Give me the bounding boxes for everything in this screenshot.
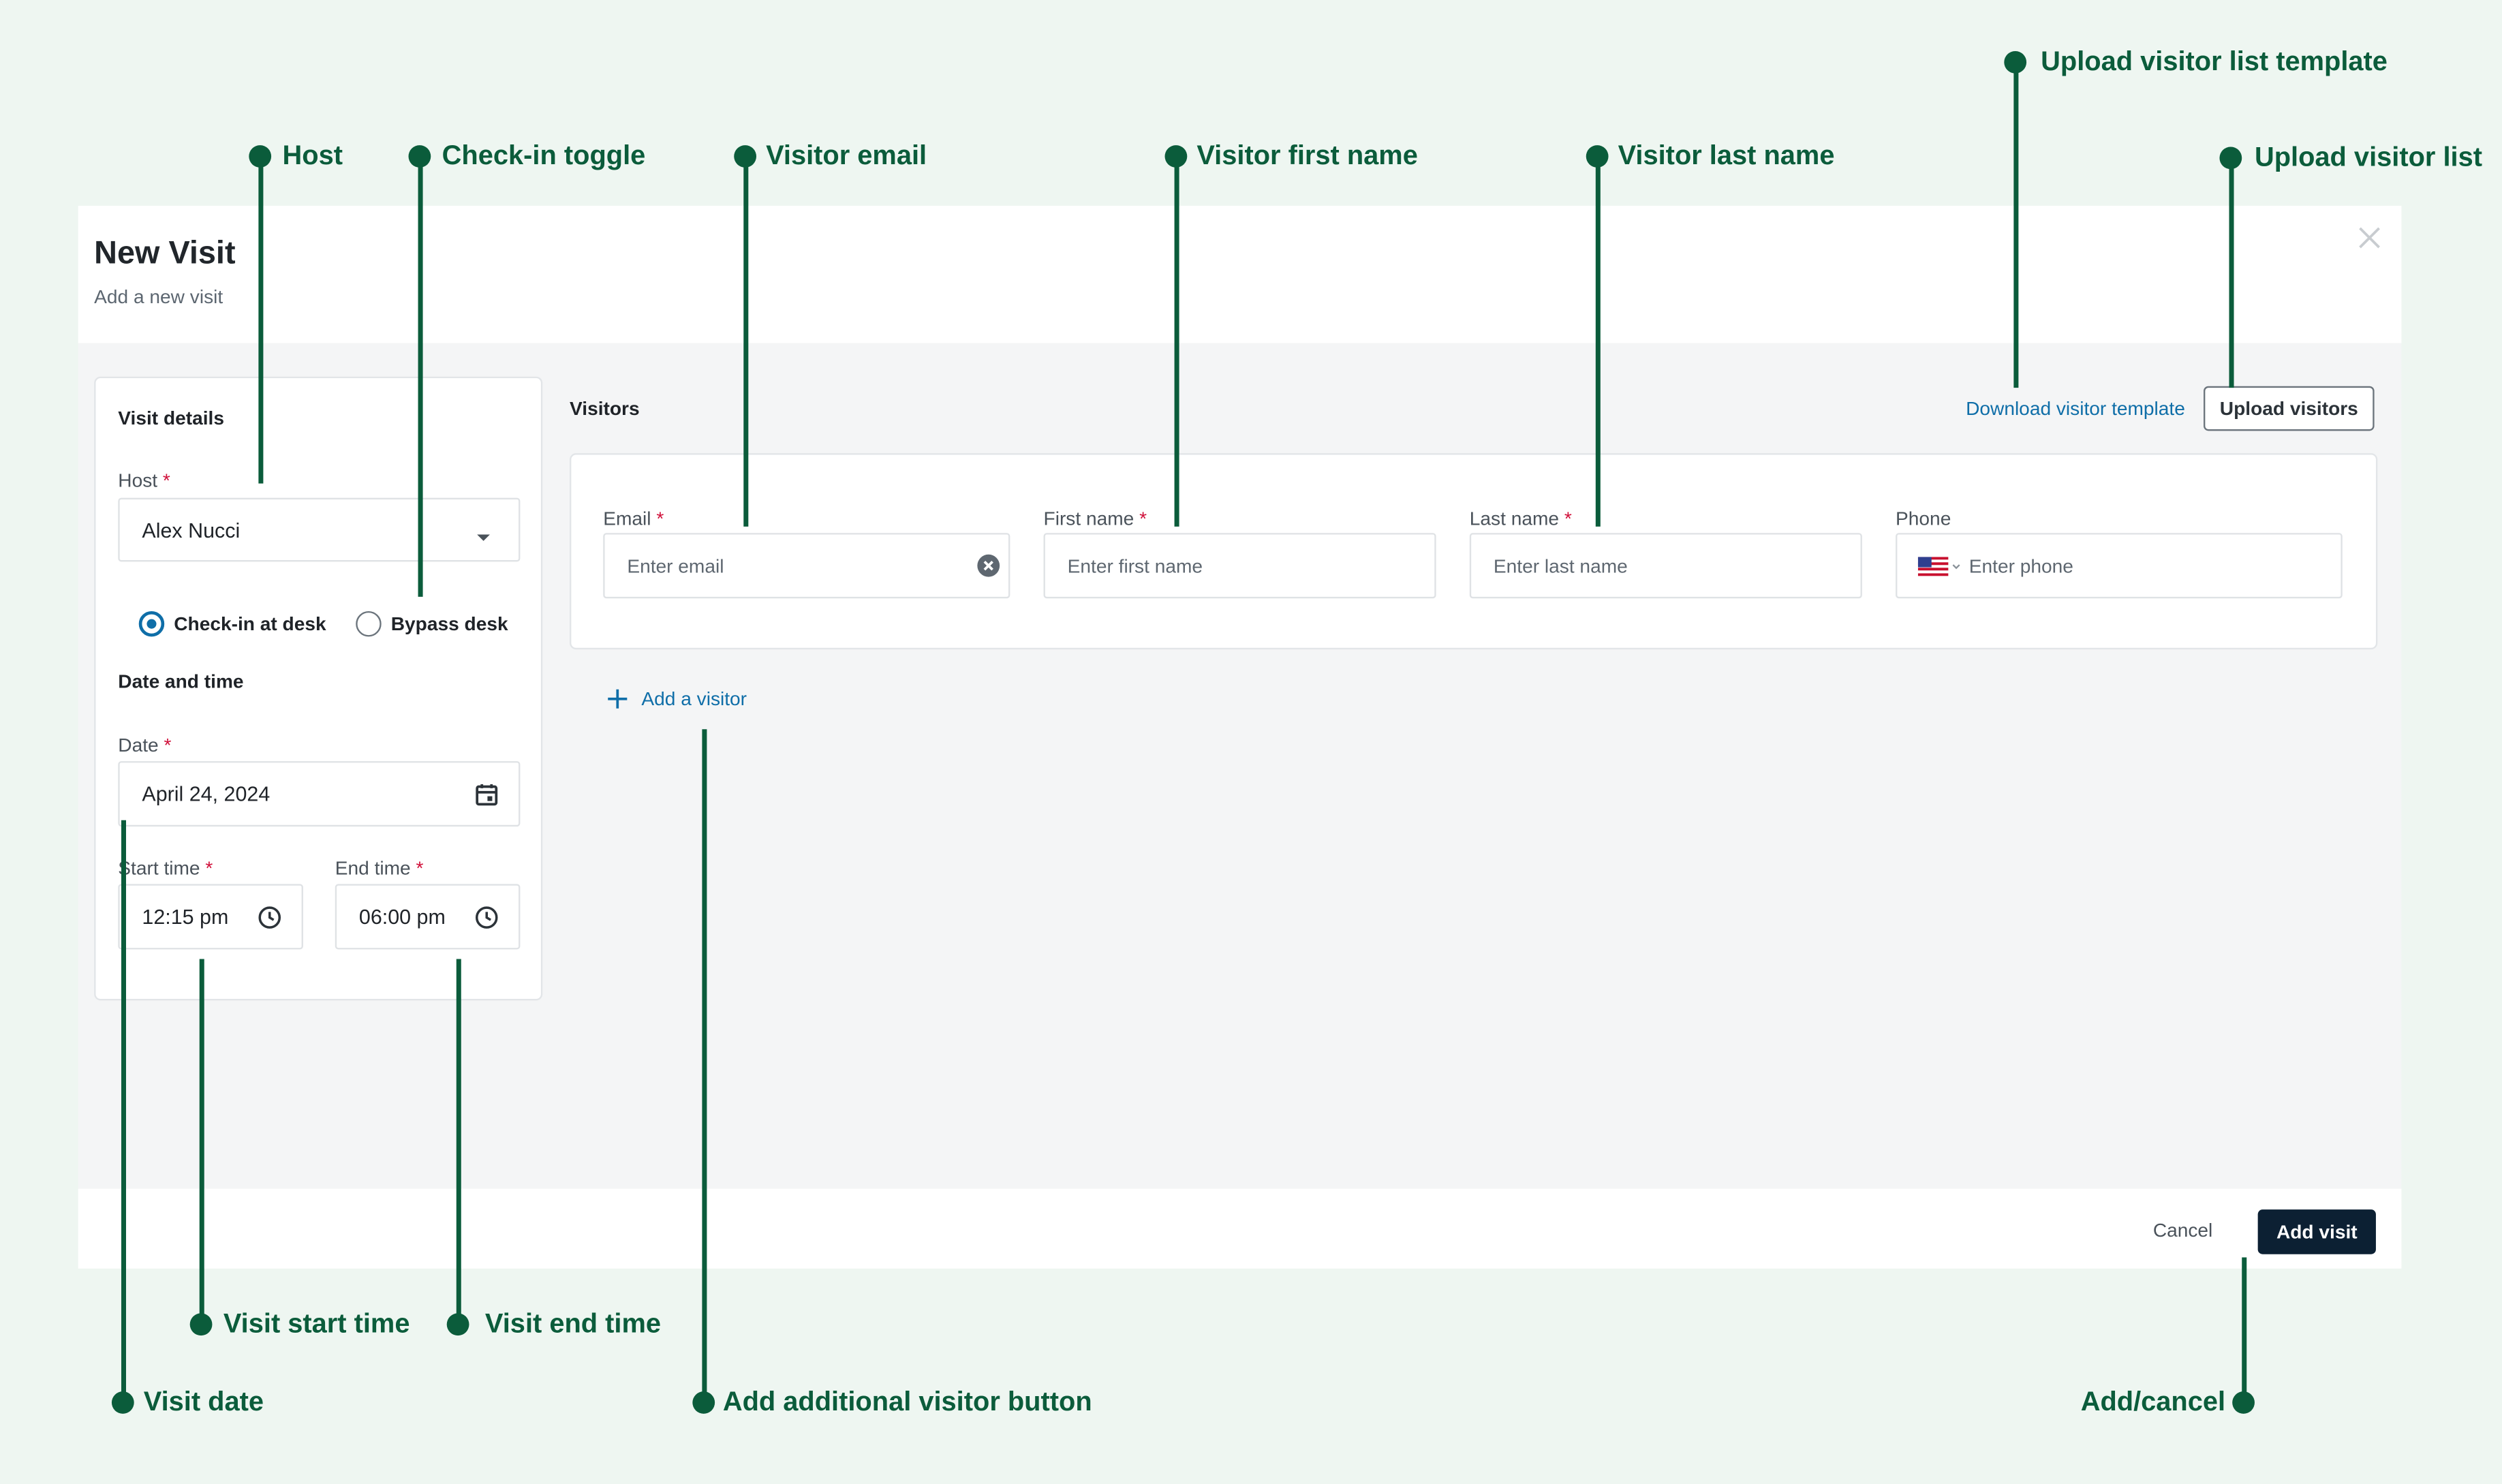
add-visitor-callout-line [702, 729, 707, 1404]
cancel-button[interactable]: Cancel [2152, 1219, 2213, 1241]
required-marker: * [162, 469, 170, 492]
first-name-placeholder: Enter first name [1067, 555, 1203, 578]
checkin-callout-line [418, 156, 423, 597]
host-select[interactable]: Alex Nucci [118, 497, 521, 562]
add-visitor-button[interactable]: Add a visitor [606, 685, 766, 713]
end-time-callout-dot [446, 1313, 469, 1336]
clock-icon [257, 905, 282, 935]
radio-label: Bypass desk [390, 613, 508, 636]
last-name-input[interactable]: Enter last name [1469, 533, 1862, 599]
add-visitor-callout-label: Add additional visitor button [722, 1387, 1092, 1417]
upload-callout-dot [2219, 146, 2242, 170]
first-name-input[interactable]: Enter first name [1043, 533, 1436, 599]
add-cancel-callout-line [2242, 1257, 2247, 1404]
date-callout-label: Visit date [143, 1387, 264, 1417]
end-time-value: 06:00 pm [358, 904, 446, 929]
modal-title: New Visit [94, 236, 236, 272]
date-callout-line [121, 820, 127, 1404]
date-input[interactable]: April 24, 2024 [118, 761, 521, 827]
start-time-callout-dot [189, 1313, 213, 1336]
close-icon[interactable] [2353, 222, 2385, 254]
first-name-callout-label: Visitor first name [1196, 140, 1418, 171]
last-name-callout-line [1595, 156, 1601, 527]
host-callout-line [258, 156, 264, 484]
clear-icon[interactable] [976, 554, 1000, 583]
phone-input[interactable]: Enter phone [1896, 533, 2343, 599]
email-input[interactable]: Enter email [603, 533, 1010, 599]
host-callout-dot [249, 145, 272, 168]
host-callout-label: Host [282, 140, 343, 171]
bypass-option[interactable]: Bypass desk [356, 608, 515, 640]
email-callout-label: Visitor email [766, 140, 927, 171]
start-time-input[interactable]: 12:15 pm [118, 884, 303, 950]
us-flag-icon[interactable] [1917, 557, 1963, 581]
add-cancel-callout-label: Add/cancel [2080, 1387, 2226, 1417]
visit-details-card: Visit details Host * Alex Nucci Check-in… [94, 376, 543, 1001]
host-label: Host * [118, 469, 170, 492]
add-visitor-callout-dot [692, 1391, 715, 1414]
new-visit-modal: New Visit Add a new visit Visit details … [78, 206, 2402, 1269]
required-marker: * [1139, 507, 1147, 530]
upload-visitors-button[interactable]: Upload visitors [2204, 386, 2375, 431]
start-time-callout-line [199, 959, 204, 1325]
date-time-title: Date and time [118, 670, 244, 693]
template-callout-line [2013, 62, 2019, 388]
required-marker: * [416, 856, 424, 880]
phone-label: Phone [1896, 507, 1951, 530]
template-callout-label: Upload visitor list template [2041, 46, 2388, 77]
radio-checkin-at-desk[interactable] [138, 610, 165, 637]
visitors-title: Visitors [570, 397, 640, 420]
upload-callout-line [2229, 157, 2234, 388]
checkin-callout-dot [408, 145, 431, 168]
visit-details-title: Visit details [118, 407, 224, 429]
email-placeholder: Enter email [627, 555, 724, 578]
required-marker: * [205, 856, 213, 880]
first-name-label: First name * [1043, 507, 1147, 530]
modal-header: New Visit Add a new visit [78, 206, 2402, 343]
plus-icon [606, 687, 629, 717]
radio-bypass-desk[interactable] [356, 610, 382, 637]
required-marker: * [164, 734, 172, 757]
clock-icon [474, 905, 499, 935]
last-name-callout-label: Visitor last name [1618, 140, 1835, 171]
start-time-label: Start time * [118, 856, 213, 880]
calendar-icon [474, 782, 499, 812]
date-value: April 24, 2024 [142, 782, 271, 806]
host-value: Alex Nucci [142, 519, 241, 543]
template-callout-dot [2004, 50, 2027, 74]
end-time-label: End time * [335, 856, 424, 880]
checkin-option[interactable]: Check-in at desk [138, 608, 330, 640]
last-name-placeholder: Enter last name [1493, 555, 1628, 578]
caret-down-icon [474, 525, 493, 548]
end-time-callout-label: Visit end time [484, 1308, 662, 1339]
checkin-callout-label: Check-in toggle [442, 140, 646, 171]
first-name-callout-line [1174, 156, 1179, 527]
download-template-link[interactable]: Download visitor template [1966, 397, 2185, 420]
last-name-label: Last name * [1469, 507, 1572, 530]
start-time-callout-label: Visit start time [223, 1308, 410, 1339]
add-visitor-label: Add a visitor [641, 687, 747, 711]
last-name-callout-dot [1586, 145, 1609, 168]
add-visit-button[interactable]: Add visit [2257, 1209, 2376, 1254]
email-callout-dot [734, 145, 757, 168]
first-name-callout-dot [1164, 145, 1188, 168]
phone-placeholder: Enter phone [1968, 555, 2073, 578]
upload-callout-label: Upload visitor list [2254, 142, 2482, 172]
email-label: Email * [603, 507, 664, 530]
end-time-input[interactable]: 06:00 pm [335, 884, 521, 950]
required-marker: * [656, 507, 664, 530]
start-time-value: 12:15 pm [142, 904, 229, 929]
required-marker: * [1564, 507, 1572, 530]
modal-footer: Cancel Add visit [78, 1188, 2402, 1269]
date-callout-dot [111, 1391, 134, 1414]
email-callout-line [743, 156, 749, 527]
add-cancel-callout-dot [2232, 1391, 2255, 1414]
modal-subtitle: Add a new visit [94, 285, 223, 308]
radio-label: Check-in at desk [174, 613, 326, 636]
end-time-callout-line [456, 959, 461, 1325]
date-label: Date * [118, 734, 172, 757]
visitor-row-card: Email * Enter email First name * Enter f… [570, 453, 2378, 650]
